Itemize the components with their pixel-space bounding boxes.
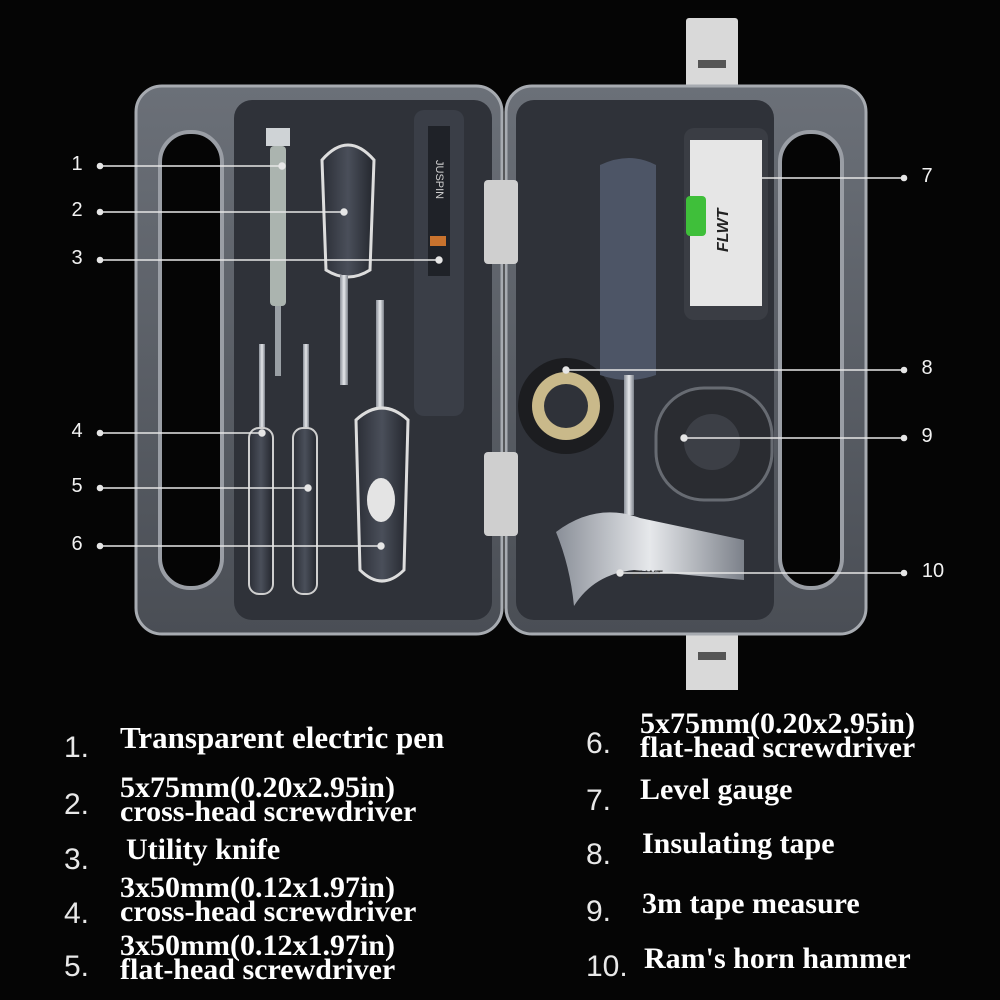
legend-text-9: 3m tape measure (642, 887, 860, 920)
screwdriver-cross-small (248, 344, 274, 595)
latch-lower (484, 452, 518, 536)
callout-9: 9 (921, 425, 933, 447)
knife-marking: JUSPIN (433, 160, 445, 199)
callout-10: 10 (921, 560, 945, 582)
tape-measure (654, 386, 774, 502)
legend-num-3: 3. (64, 843, 90, 876)
legend-num-1: 1. (64, 731, 90, 764)
legend-num-2: 2. (64, 788, 90, 821)
legend-num-8: 8. (586, 838, 612, 871)
callout-7: 7 (921, 165, 933, 187)
electric-pen (266, 128, 290, 376)
legend-num-5: 5. (64, 950, 90, 983)
level-gauge-brand: FLWT (715, 207, 732, 252)
legend-text-1: Transparent electric pen (120, 720, 445, 755)
callout-1: 1 (71, 153, 83, 175)
callout-2: 2 (71, 199, 83, 221)
legend-num-6: 6. (586, 727, 612, 760)
legend-text-2: 5x75mm(0.20x2.95in) cross-head screwdriv… (120, 771, 417, 828)
insulating-tape (518, 358, 614, 454)
callout-5: 5 (71, 475, 83, 497)
legend-text-3: Utility knife (126, 833, 281, 866)
hammer-brand: FLWT (632, 569, 663, 581)
legend-text-10: Ram's horn hammer (644, 942, 911, 975)
legend-num-4: 4. (64, 897, 90, 930)
rams-horn-hammer: FLWT (556, 158, 744, 606)
screwdriver-flat-small (292, 344, 318, 595)
hinge-clip-top (686, 18, 738, 104)
screwdriver-cross-large (320, 143, 376, 385)
callout-4: 4 (71, 420, 83, 442)
legend-text-6: 5x75mm(0.20x2.95in) flat-head screwdrive… (640, 707, 916, 764)
callout-lines (96, 162, 908, 577)
screwdriver-flat-large (354, 300, 410, 583)
legend-num-7: 7. (586, 784, 612, 817)
legend-text-7: Level gauge (640, 773, 793, 806)
legend-text-8: Insulating tape (642, 827, 835, 860)
legend-num-10: 10. (586, 950, 628, 983)
latch-upper (484, 180, 518, 264)
legend-text-5: 3x50mm(0.12x1.97in) flat-head screwdrive… (120, 929, 396, 986)
tool-case-photo: JUSPIN FLWT FLWT (96, 18, 908, 690)
legend-num-9: 9. (586, 895, 612, 928)
legend-text-4: 3x50mm(0.12x1.97in) cross-head screwdriv… (120, 871, 417, 928)
callout-8: 8 (921, 357, 933, 379)
callout-6: 6 (71, 533, 83, 555)
level-gauge: FLWT (684, 128, 768, 320)
callout-3: 3 (71, 247, 83, 269)
